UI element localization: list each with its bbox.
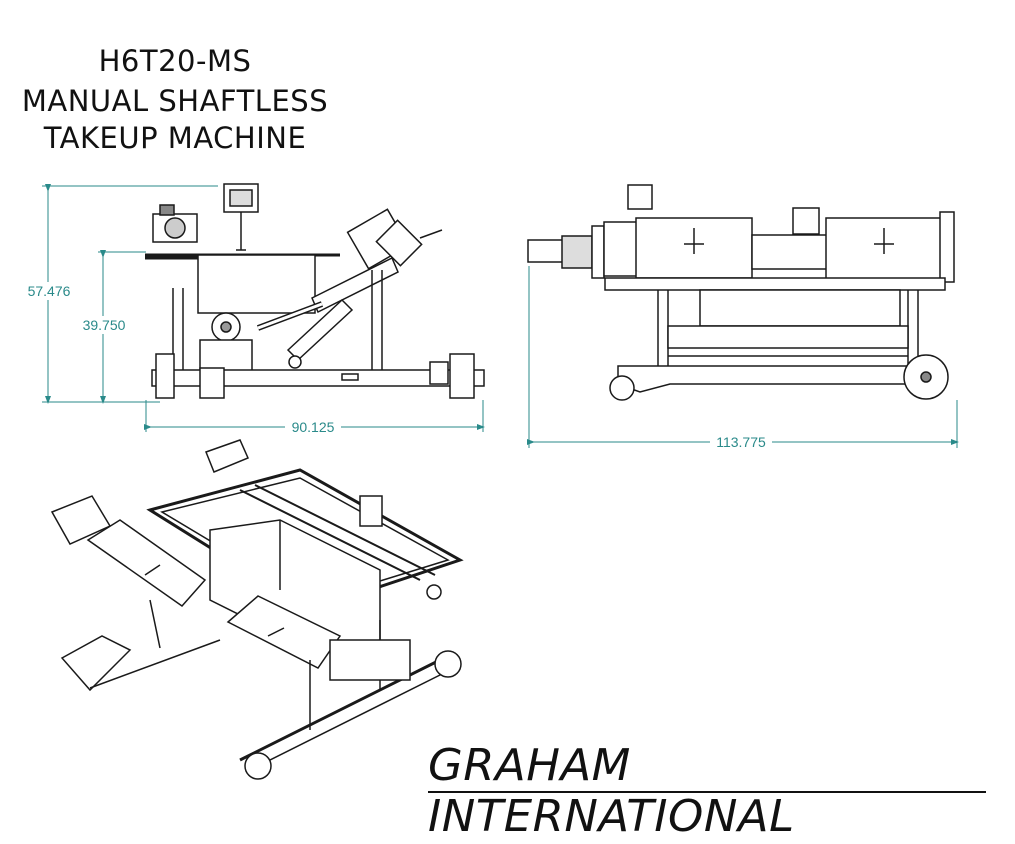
main-cabinet [197, 254, 316, 314]
dim-frame-height: 39.750 [83, 317, 126, 333]
inclined-arm [311, 208, 443, 314]
front-view [527, 184, 955, 401]
side-base-frame [151, 369, 485, 387]
front-right-cabinet [825, 217, 949, 281]
front-small-caster-icon [609, 375, 635, 401]
title-line-2: MANUAL SHAFTLESS [21, 84, 329, 118]
iso-wheel-right-icon [434, 650, 462, 678]
dim-front-width: 113.775 [716, 434, 766, 450]
brand-underline [428, 791, 986, 793]
dim-side-width: 90.125 [292, 419, 335, 435]
brand-logo-text: GRAHAM INTERNATIONAL [428, 740, 795, 842]
title-line-3: TAKEUP MACHINE [43, 121, 307, 155]
isometric-view [50, 439, 464, 780]
iso-wheel-left-icon [244, 752, 272, 780]
monitor-icon [223, 183, 259, 251]
title-model: H6T20-MS [98, 44, 252, 78]
left-head-assembly [145, 204, 200, 260]
dim-overall-height: 57.476 [28, 283, 71, 299]
side-view [145, 183, 485, 399]
